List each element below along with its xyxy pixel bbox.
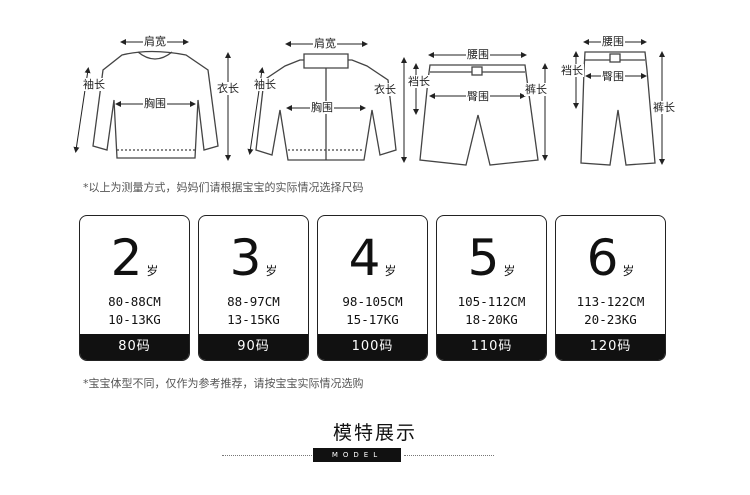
recommendation-note: *宝宝体型不同，仅作为参考推荐，请按宝宝实际情况选购: [83, 377, 364, 390]
weight-range: 15-17KG: [346, 312, 399, 327]
height-range: 98-105CM: [342, 294, 403, 309]
shorts-icon: [419, 64, 539, 166]
size-label: 120码: [556, 334, 665, 360]
shorts-rise-label: 裆长: [407, 75, 431, 88]
height-range: 105-112CM: [457, 294, 526, 309]
weight-range: 13-15KG: [227, 312, 280, 327]
age-number: 3: [229, 229, 262, 287]
height-range: 88-97CM: [227, 294, 280, 309]
sweater-length-label: 衣长: [216, 82, 240, 95]
weight-range: 18-20KG: [465, 312, 518, 327]
age-unit: 岁: [265, 264, 278, 278]
jacket-length-label: 衣长: [373, 83, 397, 96]
section-subtitle: MODEL: [313, 448, 401, 462]
shorts-length-label: 裤长: [524, 83, 548, 96]
size-label: 90码: [199, 334, 308, 360]
size-label: 100码: [318, 334, 427, 360]
age-unit: 岁: [622, 264, 635, 278]
measurement-diagrams: 肩宽 袖长 胸围 衣长 肩宽 袖长 胸围 衣长 腰围 裆长 臀围 裤长 腰围 裆…: [0, 0, 750, 175]
shorts-hip-label: 臀围: [466, 90, 490, 103]
height-range: 80-88CM: [108, 294, 161, 309]
weight-range: 10-13KG: [108, 312, 161, 327]
age-unit: 岁: [384, 264, 397, 278]
age-number: 2: [110, 229, 143, 287]
pants-hip-label: 臀围: [601, 70, 625, 83]
sweater-chest-label: 胸围: [143, 97, 167, 110]
age-number: 5: [467, 229, 500, 287]
age-number: 4: [348, 229, 381, 287]
size-label: 80码: [80, 334, 189, 360]
pants-rise-label: 裆长: [560, 64, 584, 77]
pants-waist-label: 腰围: [601, 35, 625, 48]
jacket-chest-label: 胸围: [310, 101, 334, 114]
jacket-sleeve-label: 袖长: [253, 78, 277, 91]
size-label: 110码: [437, 334, 546, 360]
divider-left: [222, 455, 312, 456]
measurement-note: *以上为测量方式，妈妈们请根据宝宝的实际情况选择尺码: [83, 181, 364, 194]
pants-icon: [580, 51, 656, 166]
sweater-sleeve-label: 袖长: [82, 78, 106, 91]
age-unit: 岁: [503, 264, 516, 278]
height-range: 113-122CM: [576, 294, 645, 309]
weight-range: 20-23KG: [584, 312, 637, 327]
sweater-shoulder-label: 肩宽: [143, 35, 167, 48]
section-title: 模特展示: [332, 422, 417, 444]
divider-right: [404, 455, 494, 456]
jacket-shoulder-label: 肩宽: [313, 37, 337, 50]
age-number: 6: [586, 229, 619, 287]
shorts-waist-label: 腰围: [466, 48, 490, 61]
pants-length-label: 裤长: [652, 101, 676, 114]
age-unit: 岁: [146, 264, 159, 278]
